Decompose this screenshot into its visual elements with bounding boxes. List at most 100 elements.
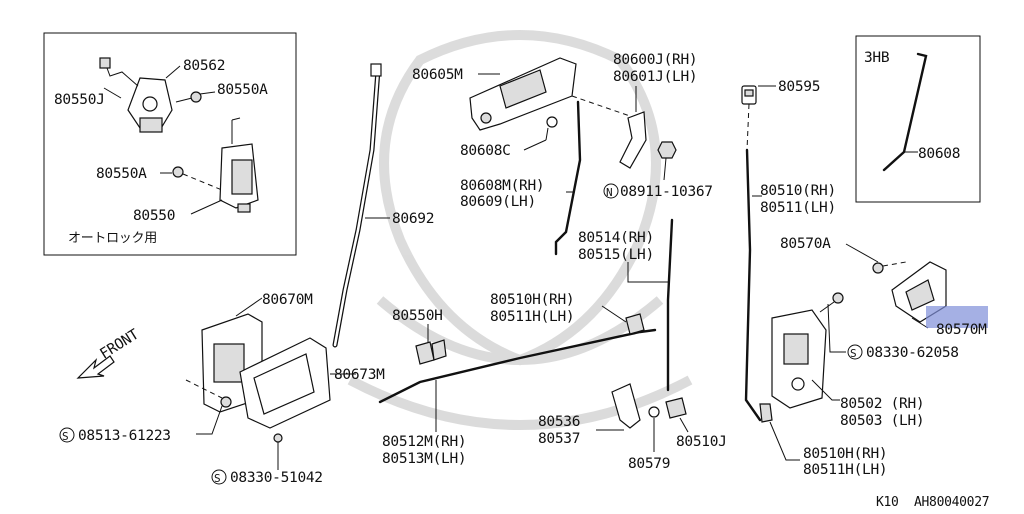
part-80510h-clip-left[interactable] (625, 313, 645, 335)
label-80595: 80595 (778, 79, 820, 95)
leader-80502 (811, 379, 840, 401)
label-80579: 80579 (628, 456, 670, 472)
label-3hb: 3HB (864, 50, 890, 66)
label-08513: 08513-61223 (78, 428, 171, 444)
label-80511-lh: 80511(LH) (760, 200, 836, 216)
leader-80510h-right (769, 421, 800, 461)
front-arrow (76, 355, 115, 379)
part-80550a-screw-top[interactable] (175, 91, 202, 103)
s-symbol-3: S (214, 472, 220, 485)
part-80605m-inside-handle[interactable] (469, 57, 577, 131)
leader-08513 (196, 405, 223, 435)
footer-code: AH80040027 (914, 495, 989, 510)
guide-dash-handle (571, 95, 631, 117)
part-80595-lock-knob[interactable] (741, 85, 757, 105)
label-80550a-bottom: 80550A (96, 166, 147, 182)
part-80502-door-lock[interactable] (771, 309, 827, 409)
label-80537: 80537 (538, 431, 580, 447)
label-80670m: 80670M (262, 292, 313, 308)
s-symbol-circle-2 (59, 427, 75, 443)
label-80510h-left: 80510H(RH) (490, 292, 574, 308)
label-80550: 80550 (133, 208, 175, 224)
label-80511h-right: 80511H(LH) (803, 462, 887, 478)
s-symbol-circle-1 (847, 344, 863, 360)
part-80600j-bellcrank[interactable] (619, 111, 647, 169)
leader-08911 (663, 157, 667, 181)
s-symbol-2: S (62, 430, 68, 443)
leader-80670m (235, 297, 263, 317)
label-80550j: 80550J (54, 92, 105, 108)
leader-80562 (165, 65, 181, 79)
part-08513-screw[interactable] (185, 379, 232, 408)
leader-80510h-left (601, 305, 627, 323)
s-symbol-1: S (850, 347, 856, 360)
part-08330-51042-screw[interactable] (273, 433, 283, 456)
part-80514-rod[interactable] (666, 218, 674, 392)
leader-80550 (190, 199, 223, 215)
part-80510h-clip-right[interactable] (759, 403, 773, 423)
leader-80608c (523, 139, 547, 151)
label-08330-62058: 08330-62058 (866, 345, 959, 361)
part-80550j-clip[interactable] (99, 57, 111, 69)
part-80608-rod-3hb[interactable] (882, 52, 928, 172)
label-80570m: 80570M (936, 322, 987, 338)
label-80514: 80514(RH) (578, 230, 654, 246)
label-80510j: 80510J (676, 434, 727, 450)
label-80512m: 80512M(RH) (382, 434, 466, 450)
label-80515: 80515(LH) (578, 247, 654, 263)
part-80570a-screw[interactable] (872, 261, 907, 274)
watermark-crest (347, 30, 693, 430)
part-80536-bracket[interactable] (611, 383, 641, 429)
label-80510h-right: 80510H(RH) (803, 446, 887, 462)
label-80562: 80562 (183, 58, 225, 74)
label-80550h: 80550H (392, 308, 443, 324)
guide-dash-knob (746, 103, 750, 151)
label-08330-51042: 08330-51042 (230, 470, 323, 486)
part-80692-weatherstrip[interactable] (332, 63, 382, 348)
label-80673m: 80673M (334, 367, 385, 383)
label-80513m: 80513M(LH) (382, 451, 466, 467)
label-80550a-top: 80550A (217, 82, 268, 98)
part-80512m-rod[interactable] (378, 328, 657, 404)
label-80536: 80536 (538, 414, 580, 430)
n-symbol-circle (603, 183, 619, 199)
label-80503: 80503 (LH) (840, 413, 924, 429)
part-80550h-clip[interactable] (415, 339, 447, 365)
label-autolock: オートロック用 (68, 231, 157, 246)
label-80608m: 80608M(RH) (460, 178, 544, 194)
label-08911: 08911-10367 (620, 184, 713, 200)
part-80562-bracket[interactable] (127, 77, 173, 133)
inset-box-3hb (855, 35, 981, 203)
label-80692: 80692 (392, 211, 434, 227)
leader-80510j (679, 417, 689, 433)
label-80601j: 80601J(LH) (613, 69, 697, 85)
leader-80550j (103, 87, 122, 99)
inset-box-autolock (43, 32, 297, 256)
leader-80570a (845, 243, 879, 263)
label-80570a: 80570A (780, 236, 831, 252)
leader-80550a-top (199, 91, 216, 95)
n-symbol: N (606, 186, 612, 199)
label-80600j: 80600J(RH) (613, 52, 697, 68)
part-80550a-screw-bottom[interactable] (172, 166, 223, 191)
label-80502: 80502 (RH) (840, 396, 924, 412)
label-80511h-left: 80511H(LH) (490, 309, 574, 325)
part-80579-clip[interactable] (648, 406, 660, 418)
highlight-80570m (926, 306, 988, 328)
label-80609: 80609(LH) (460, 194, 536, 210)
label-80605m: 80605M (412, 67, 463, 83)
part-80608c-clip[interactable] (545, 116, 558, 141)
label-front: FRONT (97, 326, 142, 362)
leader-08330-62058 (827, 303, 846, 353)
part-80608m-rod[interactable] (554, 100, 582, 256)
part-08330-62058-bolt[interactable] (819, 292, 844, 313)
part-80550-actuator[interactable] (219, 117, 259, 213)
part-80510j-clip[interactable] (665, 397, 687, 419)
part-08911-nut[interactable] (657, 141, 677, 159)
s-symbol-circle-3 (211, 469, 227, 485)
part-80510-rod[interactable] (744, 148, 762, 422)
footer-k10: K10 (876, 495, 899, 510)
part-80673m-escutcheon[interactable] (239, 337, 331, 429)
